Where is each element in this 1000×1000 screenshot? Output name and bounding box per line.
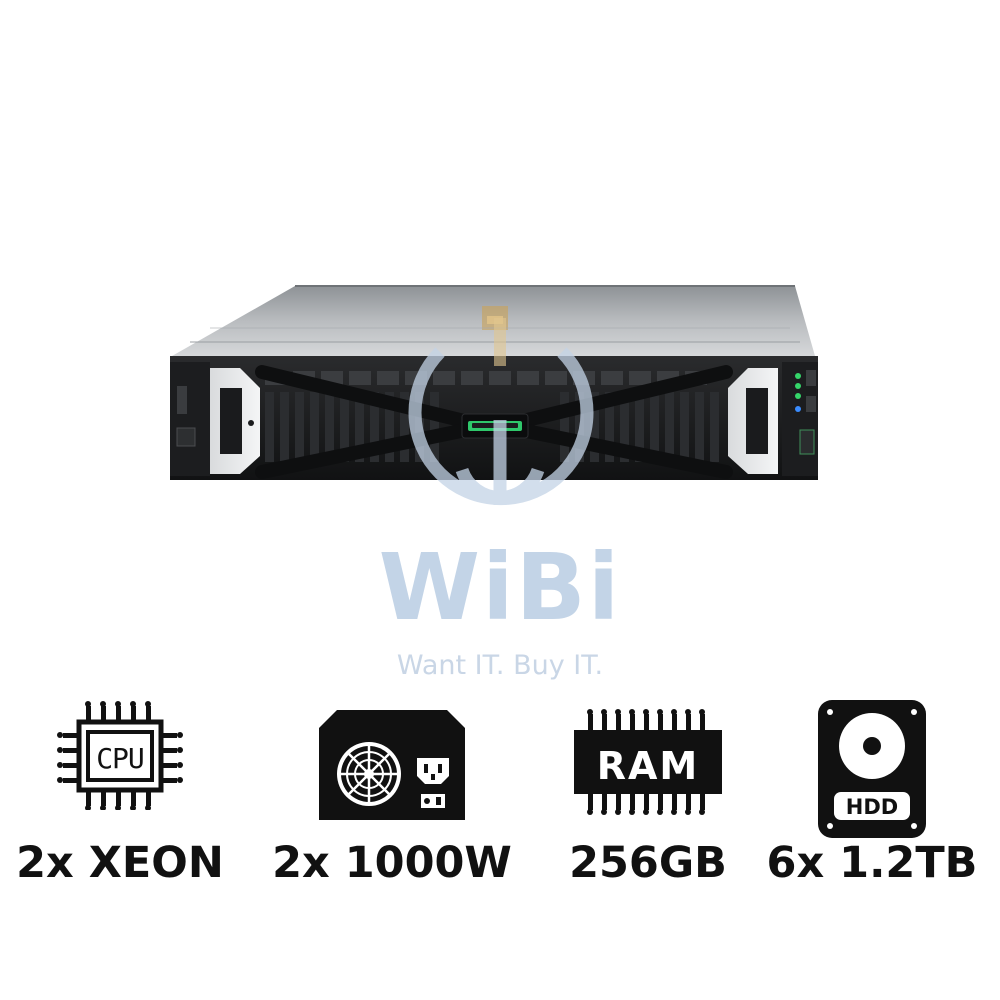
server-product-image [150, 276, 840, 496]
hdd-icon-text: HDD [846, 795, 898, 819]
spec-power-supply: 2x 1000W [267, 700, 517, 900]
watermark-tagline: Want IT. Buy IT. [396, 650, 604, 681]
watermark-brand: WiBi [378, 534, 622, 641]
spec-ram-label: 256GB [569, 838, 727, 888]
rack-server-illustration [170, 285, 818, 480]
ram-icon-text: RAM [597, 744, 699, 788]
hard-drive-icon: HDD [818, 700, 926, 838]
ram-module-icon: RAM [574, 709, 722, 815]
spec-hard-drive: HDD 6x 1.2TB [747, 700, 997, 900]
spec-cpu-label: 2x XEON [16, 838, 224, 888]
cpu-icon-text: CPU [96, 742, 144, 775]
spec-ram: RAM 256GB [523, 700, 773, 900]
spec-power-supply-label: 2x 1000W [272, 838, 512, 888]
spec-cpu: CPU 2x XEON [0, 700, 245, 900]
cpu-chip-icon: CPU [57, 701, 183, 810]
power-supply-icon [319, 710, 465, 820]
spec-hard-drive-label: 6x 1.2TB [766, 838, 978, 888]
